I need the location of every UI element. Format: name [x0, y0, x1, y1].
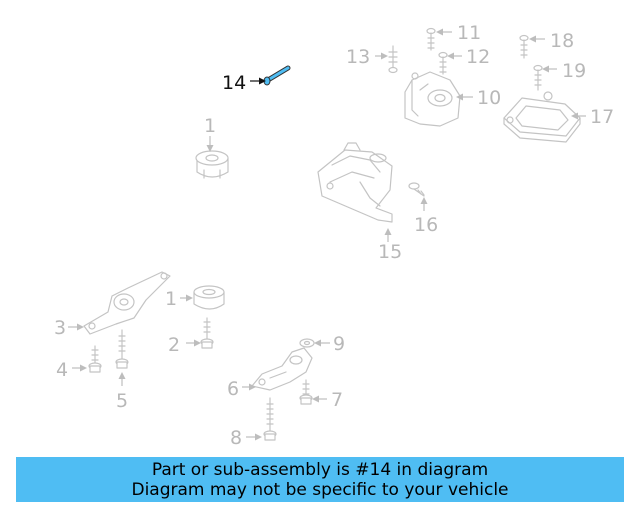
leader-1b-arrow	[186, 294, 193, 302]
part-2-bolt[interactable]	[200, 317, 214, 349]
part-18-bolt[interactable]	[519, 34, 529, 59]
callout-3[interactable]: 3	[54, 317, 66, 339]
part-16-flange-bolt[interactable]	[408, 182, 425, 197]
leader-19-arrow	[542, 65, 549, 73]
leader-6-arrow	[249, 383, 256, 391]
part-6-lower-bracket[interactable]	[251, 347, 313, 391]
part-13-stud[interactable]	[388, 45, 398, 74]
leader-17-arrow	[571, 112, 578, 120]
leader-12-arrow	[447, 52, 454, 60]
leader-2-arrow	[194, 339, 201, 347]
callout-4[interactable]: 4	[56, 359, 68, 381]
part-17-support-plate[interactable]	[503, 91, 581, 143]
leader-1a-arrow	[206, 145, 214, 152]
leader-10-arrow	[456, 93, 463, 101]
callout-12[interactable]: 12	[466, 46, 490, 68]
callout-16[interactable]: 16	[414, 214, 438, 236]
leader-14-arrow	[259, 77, 266, 85]
part-1-bushing-lower[interactable]	[193, 285, 225, 310]
callout-14[interactable]: 14	[222, 72, 246, 94]
leader-13-arrow	[381, 52, 388, 60]
leader-15-arrow	[384, 228, 392, 235]
leader-16-arrow	[420, 197, 428, 204]
callout-11[interactable]: 11	[457, 22, 481, 44]
callout-7[interactable]: 7	[331, 389, 343, 411]
part-15-transmission-mount[interactable]	[317, 142, 393, 223]
callout-15[interactable]: 15	[378, 241, 402, 263]
leader-3-arrow	[77, 323, 84, 331]
callout-1a[interactable]: 1	[204, 115, 216, 137]
leader-8-arrow	[255, 433, 262, 441]
part-12-bolt[interactable]	[438, 51, 448, 75]
part-10-mount-bracket[interactable]	[404, 71, 461, 127]
leader-4-arrow	[80, 364, 87, 372]
part-7-bolt[interactable]	[299, 379, 313, 405]
callout-9[interactable]: 9	[333, 333, 345, 355]
info-banner: Part or sub-assembly is #14 in diagram D…	[16, 457, 624, 502]
callout-10[interactable]: 10	[477, 87, 501, 109]
leader-7-arrow	[312, 395, 319, 403]
callout-19[interactable]: 19	[562, 60, 586, 82]
callout-5[interactable]: 5	[116, 390, 128, 412]
part-8-bolt[interactable]	[263, 397, 277, 441]
callout-8[interactable]: 8	[230, 427, 242, 449]
part-11-bolt[interactable]	[426, 27, 436, 51]
part-14-bolt[interactable]	[263, 65, 291, 86]
callout-13[interactable]: 13	[346, 46, 370, 68]
callout-2[interactable]: 2	[168, 334, 180, 356]
leader-11-arrow	[436, 28, 443, 36]
part-3-torque-rod[interactable]	[83, 271, 171, 335]
part-5-bolt[interactable]	[115, 329, 129, 369]
banner-line-2: Diagram may not be specific to your vehi…	[131, 479, 509, 500]
callout-6[interactable]: 6	[227, 378, 239, 400]
callout-17[interactable]: 17	[590, 106, 614, 128]
part-9-washer[interactable]	[299, 338, 315, 348]
banner-line-1: Part or sub-assembly is #14 in diagram	[151, 459, 489, 480]
leader-18-arrow	[529, 35, 536, 43]
leader-5-arrow	[118, 372, 126, 379]
leader-9-arrow	[314, 339, 321, 347]
part-4-bolt[interactable]	[88, 345, 102, 373]
part-19-bolt[interactable]	[533, 64, 543, 91]
callout-18[interactable]: 18	[550, 30, 574, 52]
callout-1b[interactable]: 1	[165, 288, 177, 310]
part-1-bushing-upper[interactable]	[195, 150, 229, 179]
